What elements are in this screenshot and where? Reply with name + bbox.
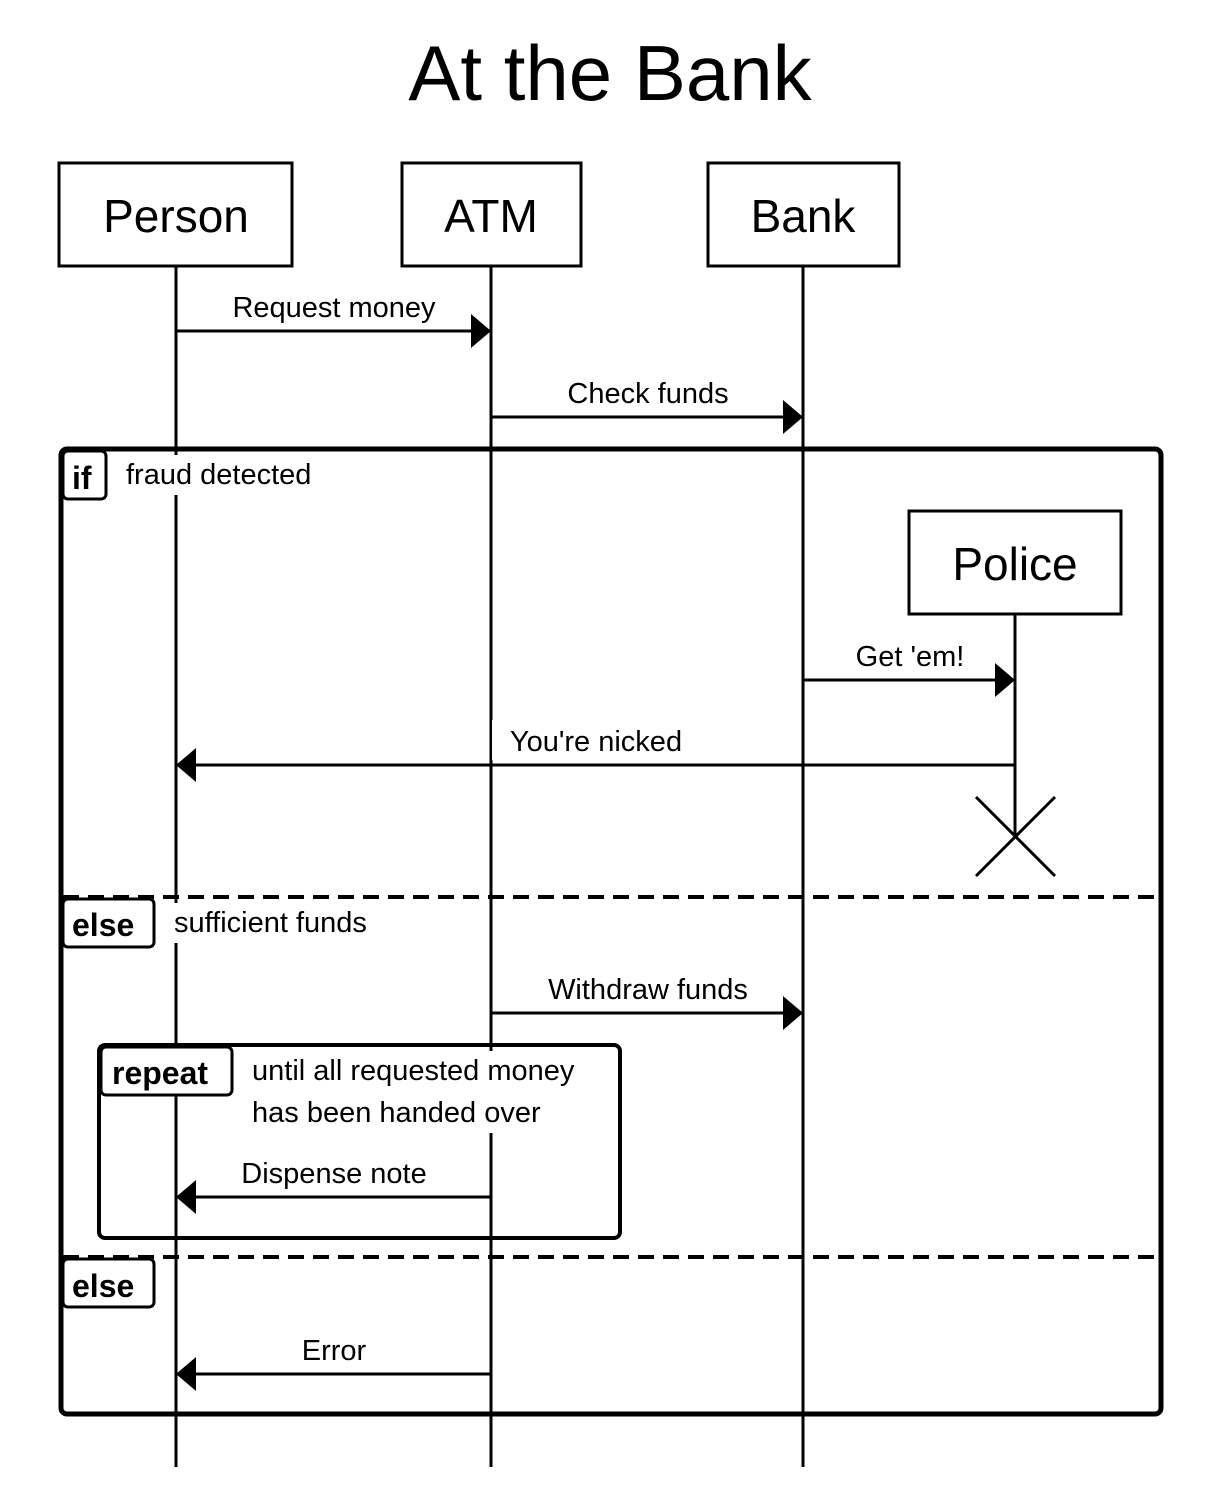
diagram-title: At the Bank — [408, 29, 812, 117]
repeat-tag-label: repeat — [112, 1055, 208, 1091]
repeat-condition-line-1: until all requested money — [252, 1055, 575, 1087]
repeat-frame — [97, 1043, 622, 1240]
alt-frame — [58, 446, 1164, 1417]
actor-bank-label: Bank — [751, 190, 857, 242]
actor-bank: Bank — [706, 161, 901, 268]
message-request-money: Request money — [176, 292, 491, 348]
police-destroy-icon — [974, 795, 1057, 878]
repeat-frame-tag: repeat — [99, 1045, 234, 1097]
message-youre-nicked: You're nicked — [176, 726, 1015, 782]
if-frame-tag: if — [61, 449, 108, 501]
message-error-label: Error — [302, 1335, 367, 1367]
if-tag-label: if — [72, 460, 92, 496]
message-youre-nicked-label: You're nicked — [510, 726, 682, 758]
if-condition: fraud detected — [126, 459, 311, 491]
message-get-em-label: Get 'em! — [856, 641, 965, 673]
message-request-money-label: Request money — [232, 292, 436, 324]
else-condition-1: sufficient funds — [174, 907, 367, 939]
actor-person-label: Person — [103, 190, 249, 242]
message-get-em: Get 'em! — [803, 641, 1015, 697]
actor-atm-label: ATM — [444, 190, 538, 242]
else-tag-1-label: else — [72, 907, 134, 943]
else-frame-tag-1: else — [61, 897, 156, 949]
message-withdraw-funds: Withdraw funds — [491, 974, 803, 1030]
actor-atm: ATM — [400, 161, 583, 268]
else-tag-2-label: else — [72, 1268, 134, 1304]
message-check-funds-label: Check funds — [567, 378, 728, 410]
else-frame-tag-2: else — [61, 1257, 156, 1309]
actor-person: Person — [57, 161, 294, 268]
actor-police-label: Police — [952, 538, 1077, 590]
repeat-condition-line-2: has been handed over — [252, 1097, 541, 1129]
message-error: Error — [176, 1335, 491, 1391]
message-check-funds: Check funds — [491, 378, 803, 434]
actor-police: Police — [907, 509, 1123, 616]
message-withdraw-funds-label: Withdraw funds — [548, 974, 748, 1006]
message-dispense-note: Dispense note — [176, 1158, 491, 1214]
message-dispense-note-label: Dispense note — [241, 1158, 426, 1190]
